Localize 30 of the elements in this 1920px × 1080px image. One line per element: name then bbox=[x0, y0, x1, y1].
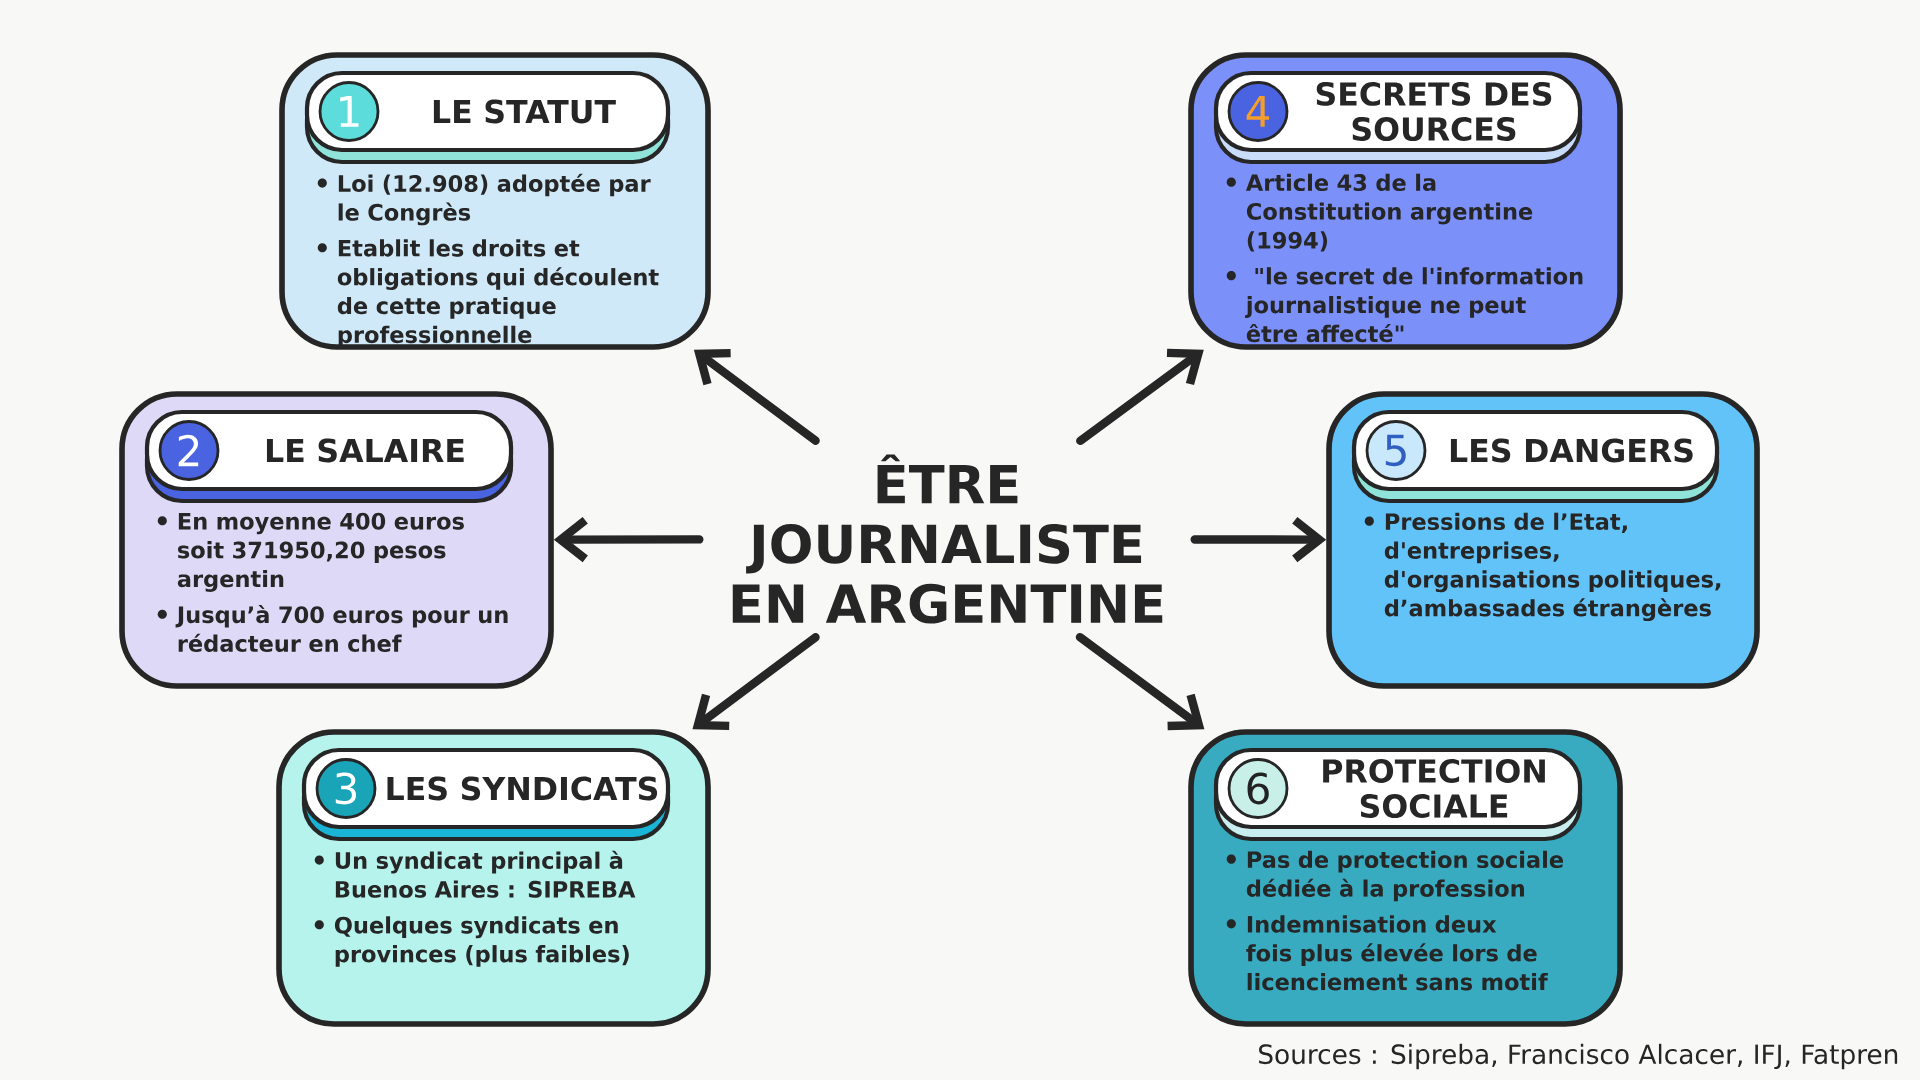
bullet-text: Un syndicat principal à Buenos Aires : SIPREBA bbox=[314, 850, 636, 898]
bullet-text: "le secret de l'information journalistique ne peut être affecté" bbox=[1226, 267, 1583, 343]
number-badge: 3 bbox=[315, 758, 377, 819]
number-badge: 6 bbox=[1227, 758, 1289, 819]
arrow bbox=[1076, 348, 1204, 445]
title-text: ÊTRE JOURNALISTE EN ARGENTINE bbox=[732, 454, 1163, 624]
arrow bbox=[692, 633, 820, 731]
heading: LES DANGERS bbox=[1450, 438, 1693, 463]
number-badge: 1 bbox=[318, 81, 380, 142]
arrow bbox=[553, 516, 704, 563]
bullet-text: Loi (12.908) adoptée par le Congrès bbox=[317, 173, 651, 226]
bullet-text: En moyenne 400 euros soit 371950,20 pesos argentin bbox=[157, 512, 464, 592]
heading: SECRETS DES SOURCES bbox=[1316, 81, 1552, 141]
bullet-text: Jusqu’à 700 euros pour un rédacteur en chef bbox=[157, 604, 508, 653]
number-badge: 4 bbox=[1227, 81, 1289, 142]
bullet-text: Pressions de l’Etat, d'entreprises, d'organisations politiques, d’ambassades étrangères bbox=[1364, 512, 1721, 622]
arrow bbox=[1075, 633, 1205, 731]
bullet-text: Quelques syndicats en provinces (plus faibles) bbox=[314, 916, 629, 967]
heading: LES SYNDICATS bbox=[387, 776, 658, 801]
bullet-text: Indemnisation deux fois plus élevée lors de licenciement sans motif bbox=[1226, 915, 1548, 991]
number-badge: 2 bbox=[158, 420, 220, 481]
bullet-text: Etablit les droits et obligations qui découlent de cette pratique professionnelle bbox=[317, 239, 659, 348]
arrow bbox=[1190, 516, 1327, 563]
heading: LE STATUT bbox=[433, 99, 616, 124]
number-badge: 5 bbox=[1365, 420, 1427, 481]
bullet-text: Article 43 de la Constitution argentine (1994) bbox=[1226, 173, 1533, 252]
bullet-text: Pas de protection sociale dédiée à la profession bbox=[1226, 850, 1563, 902]
heading: PROTECTION SOCIALE bbox=[1323, 758, 1545, 818]
arrow bbox=[693, 348, 820, 445]
heading: LE SALAIRE bbox=[266, 438, 464, 463]
